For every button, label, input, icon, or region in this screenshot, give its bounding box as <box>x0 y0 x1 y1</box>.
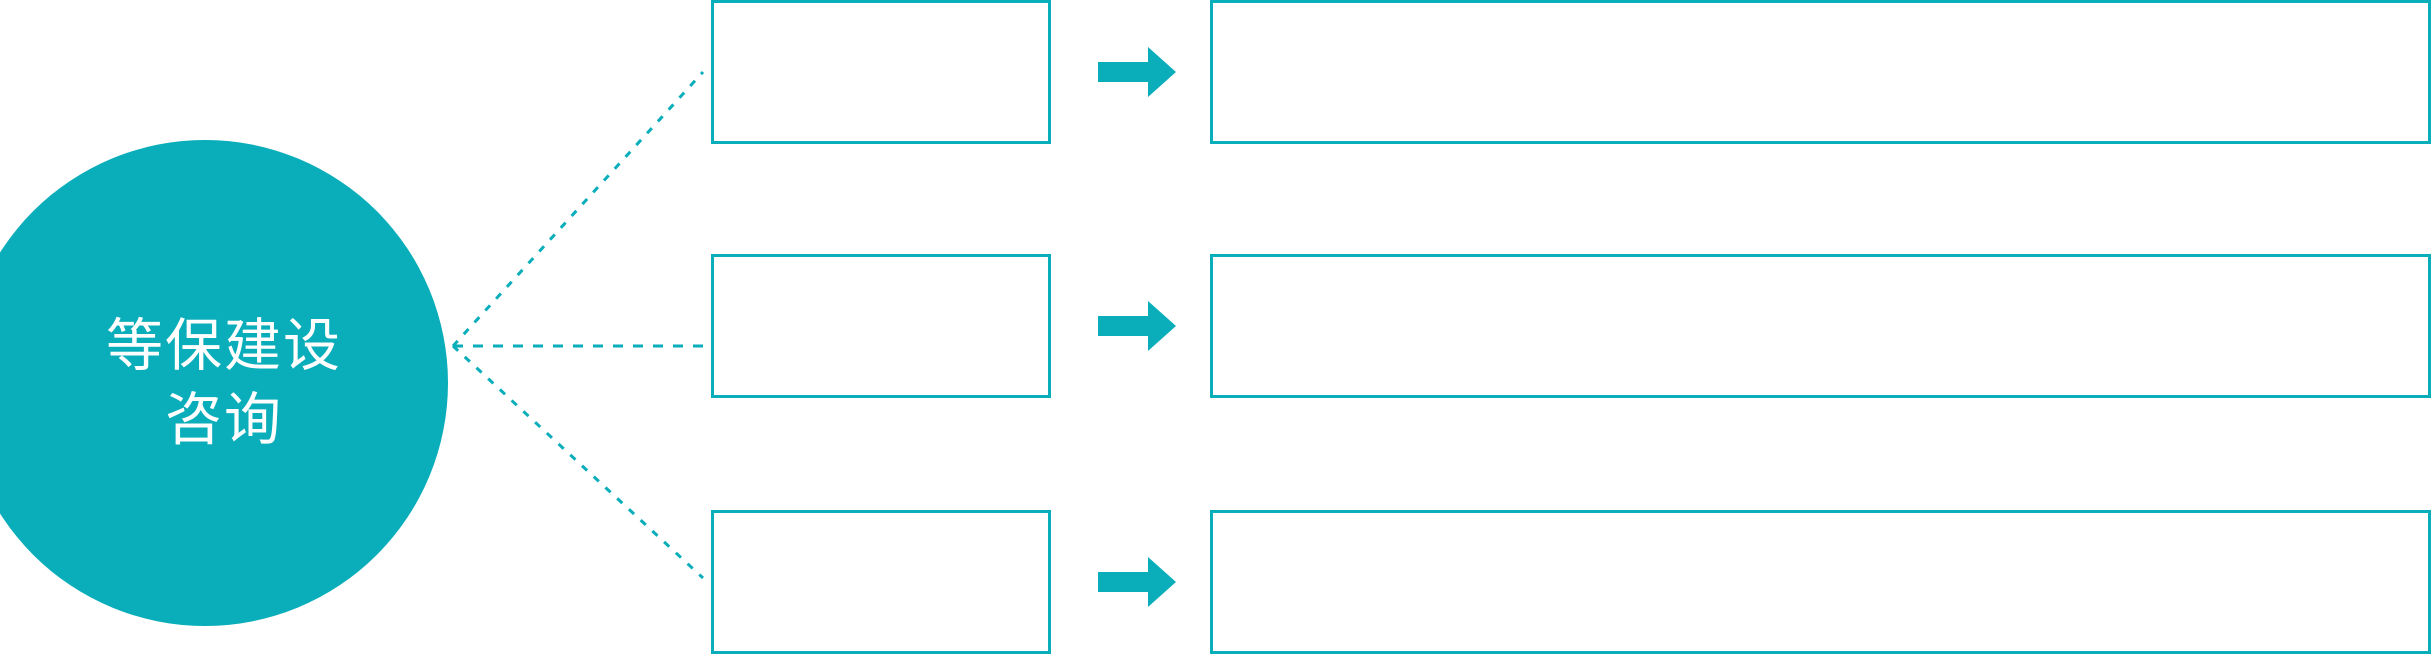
detail-box[interactable] <box>1210 510 2431 654</box>
right-arrow-icon <box>1098 557 1176 607</box>
detail-box[interactable] <box>1210 0 2431 144</box>
stage-box[interactable] <box>711 254 1051 398</box>
right-arrow-icon <box>1098 301 1176 351</box>
flow-row <box>0 510 2434 654</box>
stage-box[interactable] <box>711 0 1051 144</box>
hub-node[interactable]: 等保建设 咨询 <box>0 140 448 626</box>
flow-row <box>0 0 2434 144</box>
detail-box[interactable] <box>1210 254 2431 398</box>
flow-row <box>0 254 2434 398</box>
hub-label: 等保建设 咨询 <box>106 313 342 452</box>
stage-box[interactable] <box>711 510 1051 654</box>
right-arrow-icon <box>1098 47 1176 97</box>
